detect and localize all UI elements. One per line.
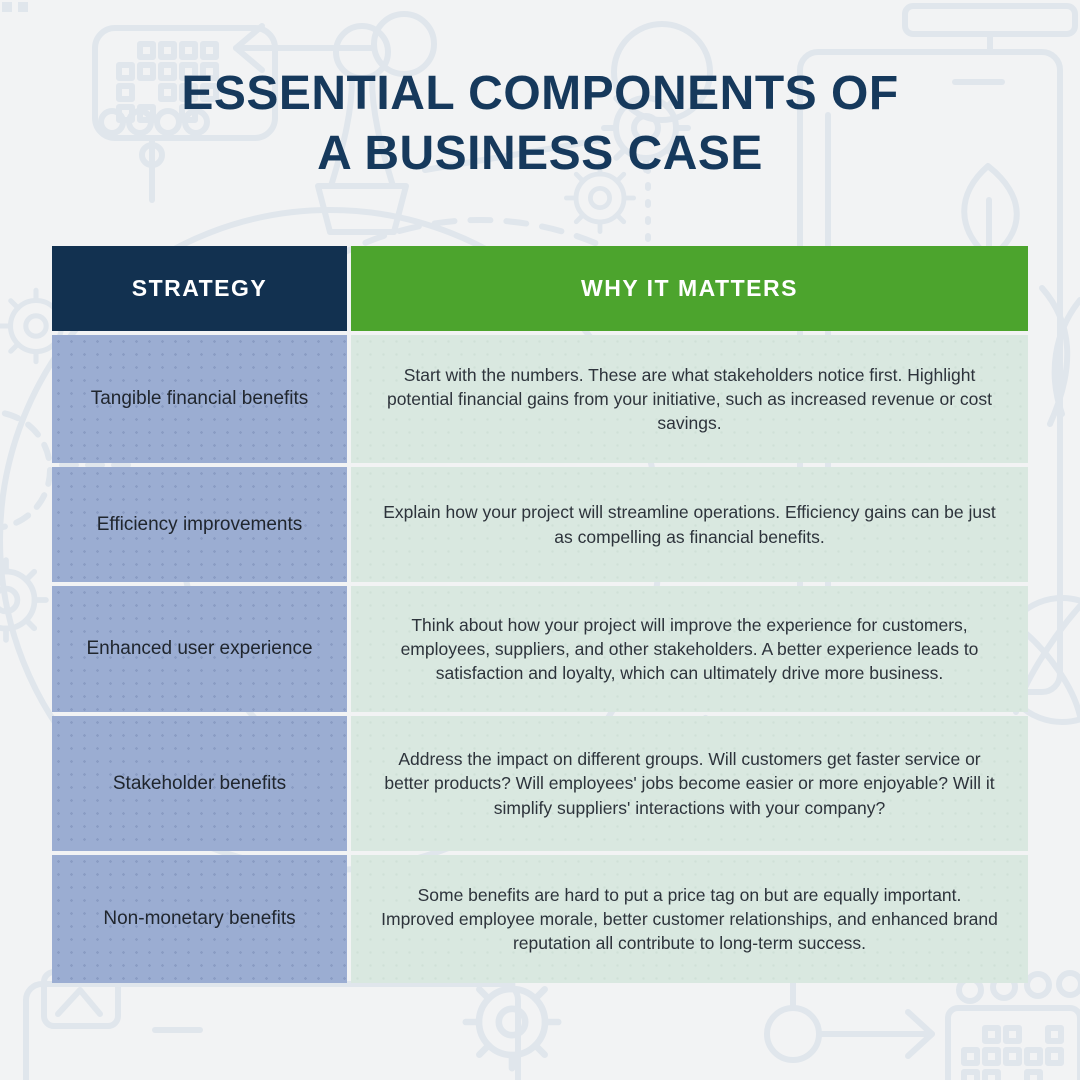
monitor-icon <box>23 981 521 1080</box>
magnifier-icon <box>611 21 713 123</box>
why-column-header: WHY IT MATTERS <box>351 246 1028 331</box>
left-arrow-icon <box>233 11 437 77</box>
why-cell: Think about how your project will improv… <box>351 586 1028 712</box>
page-title-line2: A BUSINESS CASE <box>317 127 763 181</box>
page-title: ESSENTIAL COMPONENTS OF A BUSINESS CASE <box>0 64 1080 185</box>
dots-icon <box>2 2 28 12</box>
why-cell: Address the impact on different groups. … <box>351 716 1028 851</box>
strategy-cell: Tangible financial benefits <box>52 335 347 463</box>
strategy-column-header: STRATEGY <box>52 246 347 331</box>
calculator-icon <box>92 25 278 141</box>
calendar-dates <box>961 1025 1064 1080</box>
strategy-cell: Stakeholder benefits <box>52 716 347 851</box>
gear-icon <box>466 976 558 1068</box>
business-case-table: STRATEGY WHY IT MATTERS Tangible financi… <box>52 246 1028 983</box>
abacus-rings-icon <box>98 108 210 203</box>
strategy-cell: Enhanced user experience <box>52 586 347 712</box>
branch-icon <box>1039 285 1080 427</box>
why-cell: Start with the numbers. These are what s… <box>351 335 1028 463</box>
why-cell: Explain how your project will streamline… <box>351 467 1028 582</box>
strategy-cell: Non-monetary benefits <box>52 855 347 983</box>
trend-line <box>422 137 603 173</box>
strategy-cell: Efficiency improvements <box>52 467 347 582</box>
page-title-line1: ESSENTIAL COMPONENTS OF <box>181 67 899 120</box>
lamp-icon <box>902 3 1078 55</box>
calendar-icon <box>945 970 1080 1080</box>
calculator-keys <box>116 41 219 123</box>
why-cell: Some benefits are hard to put a price ta… <box>351 855 1028 983</box>
chess-pawn-icon <box>315 23 409 235</box>
dashed-circle <box>0 409 135 531</box>
